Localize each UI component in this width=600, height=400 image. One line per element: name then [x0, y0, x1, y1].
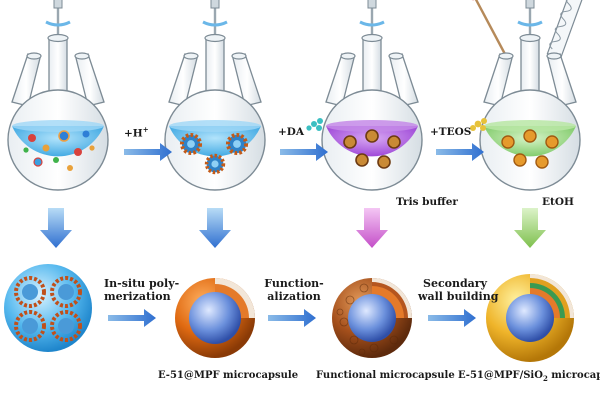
flask-3-functionalization	[321, 0, 423, 191]
teos-molecule-icon	[470, 118, 487, 131]
dopamine-molecule-icon	[306, 118, 323, 131]
arrow-down-3	[356, 208, 388, 248]
reagent-acid-label: +H+	[124, 125, 149, 140]
flask-4-secondary-wall	[467, 0, 588, 191]
caption-mpf-microcapsule: E-51@MPF microcapsule	[158, 370, 299, 381]
dropper	[467, 0, 508, 57]
arrow-secondary-wall	[428, 309, 476, 327]
mpf-microcapsule	[175, 278, 255, 358]
arrow-down-4	[514, 208, 546, 248]
sio2-microcapsule	[486, 274, 574, 362]
reagent-dopamine-label: +DA	[278, 126, 305, 138]
functional-microcapsule	[332, 278, 412, 358]
arrow-polymerization	[108, 309, 156, 327]
emulsion-sphere	[4, 264, 92, 352]
ethanol-label: EtOH	[542, 196, 574, 208]
silica-coated-capsules	[501, 129, 559, 169]
arrow-teos	[436, 143, 484, 161]
reagent-teos-label: +TEOS	[430, 126, 472, 138]
arrow-dopamine	[280, 143, 328, 161]
flask-1-emulsion	[7, 0, 109, 191]
flask-2-polymerization	[164, 0, 266, 191]
caption-sio2-microcapsule: E-51@MPF/SiO2 microcapsule	[458, 370, 600, 383]
arrow-down-2	[199, 208, 231, 248]
arrow-down-1	[40, 208, 72, 248]
step-functionalization-label: Function-alization	[264, 277, 324, 303]
emulsion-droplets	[23, 130, 95, 171]
condenser	[546, 0, 588, 60]
functional-capsules-in-buffer	[343, 129, 401, 169]
caption-functional-microcapsule: Functional microcapsule	[316, 370, 455, 381]
step-polymerization-label: In-situ poly-merization	[104, 277, 180, 303]
tris-buffer-label: Tris buffer	[396, 196, 458, 208]
arrow-functionalization	[268, 309, 316, 327]
